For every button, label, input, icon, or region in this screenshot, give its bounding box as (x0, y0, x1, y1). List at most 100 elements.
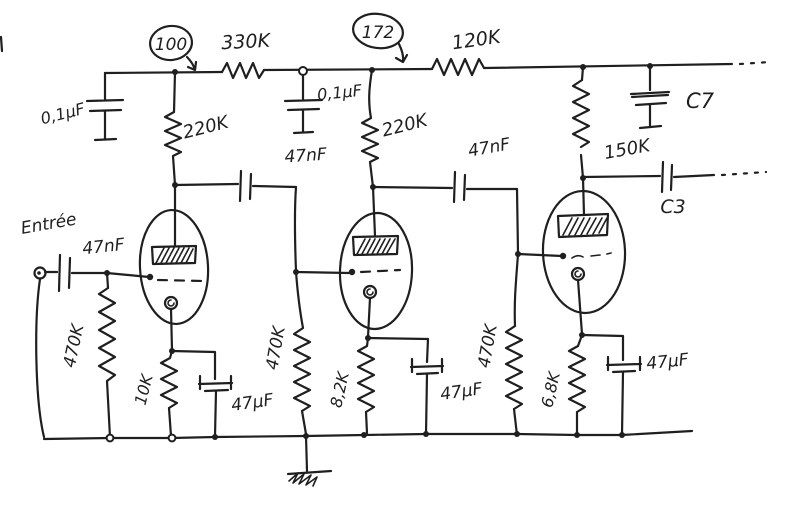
capacitor-coupling-1: 47nF (173, 145, 351, 275)
input-coupling-cap-icon (43, 253, 151, 293)
cathode-icon (362, 284, 378, 300)
svg-text:470K: 470K (474, 321, 502, 369)
resistor-cathode-10k: 10K (131, 349, 179, 438)
tube-v3 (541, 176, 627, 336)
resistor-grid-470k-3: 470K (474, 252, 524, 437)
capacitor-c7: C7 (629, 64, 715, 130)
svg-text:47µF: 47µF (230, 390, 275, 416)
supply-rail (103, 60, 772, 75)
capacitor-cathode-47uf-1: 47µF (170, 349, 275, 438)
svg-text:47nF: 47nF (467, 135, 512, 162)
resistor-zigzag-icon (97, 271, 117, 439)
cathode-curl (574, 270, 582, 278)
resistor-cathode-6-8k: 6,8K (537, 333, 587, 437)
resistor-zigzag-icon (356, 336, 376, 435)
ground-hatch (288, 472, 318, 487)
svg-text:10K: 10K (131, 371, 157, 407)
cathode-curl (167, 299, 175, 307)
resistor-zigzag-icon (571, 65, 591, 180)
anode-hatch (356, 238, 396, 255)
tube-envelope (138, 208, 210, 326)
voltage-100-label: 100 (155, 35, 187, 55)
junction-ring (298, 66, 308, 76)
resistor-plate-220k-2: 220K (360, 68, 431, 189)
tube-envelope (541, 189, 627, 315)
voltage-circle (148, 24, 194, 62)
capacitor-coupling-2: 47nF (371, 135, 564, 258)
ground-symbol (286, 434, 333, 487)
resistor-330k: 330K (221, 30, 272, 80)
junction-dots (104, 63, 653, 443)
grid-dashed-icon (156, 278, 205, 283)
svg-text:6,8K: 6,8K (537, 369, 564, 410)
svg-text:C3: C3 (660, 196, 685, 218)
grid-terminal-dot (348, 268, 356, 276)
anode-hatch (155, 247, 194, 264)
resistor-zigzag-icon (163, 70, 183, 187)
tube-envelope (338, 211, 414, 331)
svg-text:0,1µF: 0,1µF (316, 81, 363, 105)
anode-lead (581, 176, 586, 217)
resistor-plate-220k-1: 220K (163, 70, 232, 187)
capacitor-icon (283, 73, 324, 135)
resistor-zigzag-icon (159, 349, 179, 438)
capacitor-icon (629, 64, 671, 130)
scan-artifact (0, 35, 4, 53)
input-network: Entrée 47nF (19, 209, 151, 439)
resistor-zigzag-icon (430, 57, 486, 77)
anode-hatch (562, 217, 608, 236)
capacitor-icon (85, 71, 125, 142)
capacitor-icon (173, 169, 351, 275)
voltage-172-label: 172 (362, 23, 394, 43)
svg-text:470K: 470K (262, 323, 290, 371)
capacitor-icon (170, 349, 234, 438)
capacitor-icon (371, 170, 564, 258)
input-label: Entrée (19, 209, 78, 238)
arrow-icon (394, 42, 409, 64)
capacitor-icon (581, 160, 716, 194)
cathode-lead (576, 278, 584, 336)
svg-text:330K: 330K (221, 30, 272, 55)
ground-bar (286, 434, 333, 476)
svg-text:220K: 220K (380, 110, 431, 142)
capacitor-cathode-47uf-2: 47µF (366, 336, 484, 436)
svg-text:470K: 470K (60, 321, 89, 370)
resistor-zigzag-icon (567, 333, 587, 437)
node-voltage-172: 172 (352, 12, 409, 64)
rail-continuation-dots (738, 60, 772, 66)
grid-dashed-icon (571, 252, 612, 259)
capacitor-decoupling-mid: 0,1µF (283, 66, 364, 135)
resistor-grid-470k-1: 470K (60, 271, 117, 439)
wire-continuation-dots (720, 170, 768, 177)
anode-plate-icon (150, 244, 198, 266)
resistor-zigzag-icon (504, 252, 524, 437)
node-voltage-100: 100 (148, 24, 198, 72)
tube-v2 (338, 185, 414, 339)
svg-text:120K: 120K (451, 26, 504, 55)
arrow-icon (185, 55, 198, 72)
resistor-zigzag-icon (292, 270, 312, 436)
anode-lead (371, 185, 377, 238)
svg-text:47nF: 47nF (81, 235, 125, 259)
input-ground-wire (35, 277, 46, 439)
cathode-curl (366, 288, 374, 296)
capacitor-icon (366, 336, 445, 436)
capacitor-icon (580, 333, 643, 437)
svg-text:150K: 150K (602, 135, 652, 164)
cathode-lead (169, 307, 174, 352)
cathode-icon (570, 266, 586, 282)
capacitor-cathode-47uf-3: 47µF (580, 333, 690, 437)
resistor-cathode-8-2k: 8,2K (326, 336, 376, 435)
grid-dashed-icon (359, 268, 402, 274)
resistor-plate-150k: 150K (571, 65, 653, 180)
cathode-icon (163, 295, 179, 311)
tube-v1 (138, 183, 210, 352)
svg-text:C7: C7 (686, 89, 715, 113)
anode-plate-icon (556, 212, 610, 239)
voltage-circle (352, 12, 404, 50)
svg-text:47nF: 47nF (284, 145, 328, 168)
capacitor-c3: C3 (581, 160, 768, 218)
svg-text:47µF: 47µF (439, 379, 484, 405)
